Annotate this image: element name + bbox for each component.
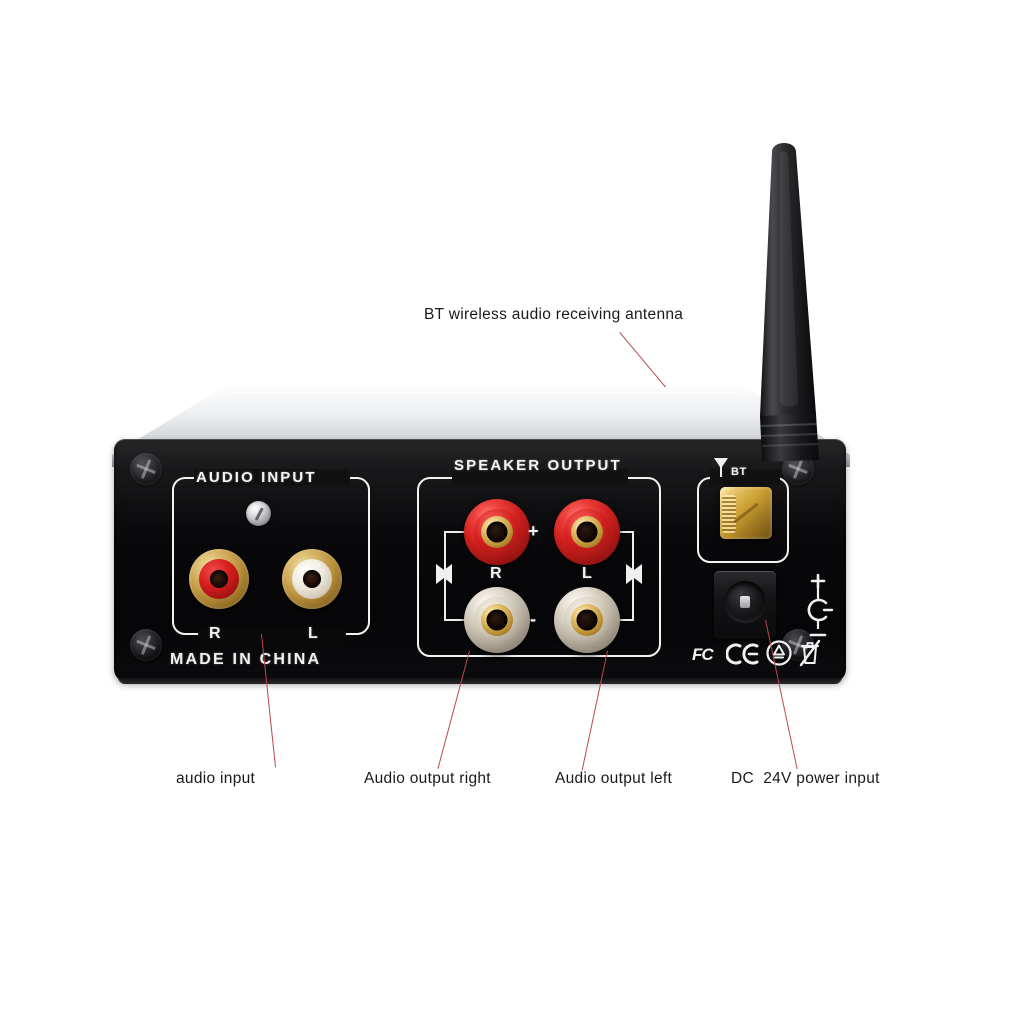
audio-input-title: AUDIO INPUT: [196, 469, 317, 486]
speaker-trace-bottom-left: [444, 619, 480, 621]
callout-label-audio-input: audio input: [176, 770, 256, 787]
bluetooth-bracket-gap-top: [710, 469, 780, 485]
chassis-screw-top-left: [130, 453, 162, 485]
dc-power-jack-pin: [740, 596, 750, 609]
callout-label-audio-output-right: Audio output right: [364, 770, 491, 787]
dc-polarity-icon: [807, 573, 834, 637]
ce-mark: [726, 643, 759, 665]
callout-label-dc-power: DC 24V power input: [731, 770, 880, 787]
rca-jack-left[interactable]: [282, 549, 342, 609]
binding-post-left-negative[interactable]: [554, 587, 620, 653]
bluetooth-antenna[interactable]: [700, 130, 870, 510]
audio-input-label-right: R: [209, 625, 221, 642]
speaker-driver-icon-left: [436, 564, 452, 584]
audio-input-bracket-gap-bottom: [198, 627, 346, 645]
speaker-trace-top-left: [444, 531, 480, 533]
rca-jack-left-insulator: [292, 559, 332, 599]
rca-jack-right-insulator: [199, 559, 239, 599]
speaker-polarity-negative: -: [530, 609, 536, 629]
audio-input-label-left: L: [308, 625, 318, 642]
speaker-channel-left: L: [582, 565, 592, 582]
audio-input-panel-screw: [246, 501, 271, 526]
rear-faceplate: AUDIO INPUT R L MADE IN CHINA SPEAKER OU…: [114, 439, 846, 682]
speaker-channel-right: R: [490, 565, 502, 582]
speaker-driver-icon-right: [626, 564, 642, 584]
binding-post-right-negative[interactable]: [464, 587, 530, 653]
fcc-mark: FC: [692, 645, 714, 664]
speaker-output-title: SPEAKER OUTPUT: [454, 457, 622, 474]
amplifier-chassis: AUDIO INPUT R L MADE IN CHINA SPEAKER OU…: [106, 381, 854, 695]
rca-jack-right[interactable]: [189, 549, 249, 609]
weee-mark: [799, 639, 821, 667]
callout-label-antenna: BT wireless audio receiving antenna: [424, 306, 684, 323]
recycle-mark: [766, 640, 792, 666]
bluetooth-label: BT: [731, 466, 747, 478]
callout-label-audio-output-left: Audio output left: [555, 770, 673, 787]
sma-antenna-connector[interactable]: [720, 487, 772, 539]
speaker-polarity-positive: +: [528, 521, 539, 541]
chassis-screw-bottom-left: [130, 629, 162, 661]
rca-jack-left-hole: [303, 570, 321, 588]
binding-post-left-positive[interactable]: [554, 499, 620, 565]
dc-power-jack-barrel: [724, 581, 766, 624]
rca-jack-right-hole: [210, 570, 228, 588]
speaker-output-bracket-gap-top: [452, 469, 628, 485]
antenna-icon: [714, 458, 728, 477]
binding-post-right-positive[interactable]: [464, 499, 530, 565]
chassis-bottom-rail: [118, 677, 842, 684]
audio-input-bracket-gap-top: [194, 469, 350, 485]
made-in-china-text: MADE IN CHINA: [170, 651, 322, 668]
dc-power-jack[interactable]: [714, 571, 776, 639]
sma-connector-knurl: [722, 495, 736, 533]
